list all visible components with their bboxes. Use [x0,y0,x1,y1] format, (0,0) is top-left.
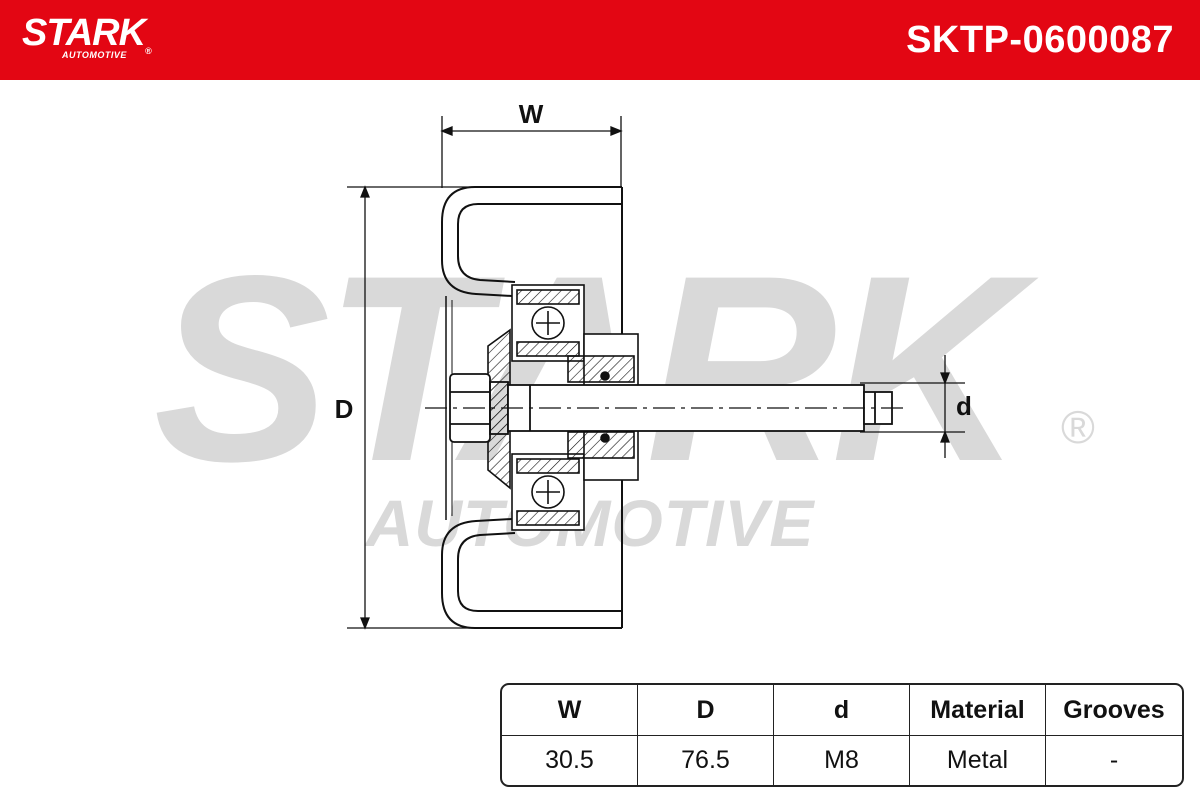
technical-drawing: STARK AUTOMOTIVE ® W D d [153,99,1095,630]
logo-sub-text: AUTOMOTIVE [62,50,127,60]
watermark-registered-mark: ® [1061,401,1095,453]
header-bar: STARK® AUTOMOTIVE SKTP-0600087 [0,0,1200,80]
bearing-bottom [511,453,585,531]
spec-header-cell: W [502,685,638,736]
logo-brand-text: STARK [22,12,146,54]
watermark-sub: AUTOMOTIVE [364,486,816,560]
spec-value-cell: 30.5 [502,736,638,785]
spec-value-cell: 76.5 [638,736,774,785]
stark-logo: STARK® AUTOMOTIVE [22,12,152,60]
part-number: SKTP-0600087 [906,19,1174,61]
spec-value-cell: - [1109,746,1119,774]
bolt-label: d [956,391,972,421]
spec-value-cell: M8 [774,736,910,785]
width-dimension [440,116,623,188]
width-label: W [519,99,544,129]
spec-header-cell: Grooves [1046,685,1182,736]
bolt-dimension [860,355,965,458]
spec-value-cell: Metal [910,736,1046,785]
diameter-label: D [335,394,354,424]
logo-registered-mark: ® [145,46,152,56]
spec-header-cell: D [638,685,774,736]
diameter-dimension [347,185,470,630]
spec-header-cell: Material [910,685,1046,736]
spec-table-header-row: W D d Material Grooves [502,685,1182,736]
spec-table-value-row: 30.5 76.5 M8 Metal - [502,736,1182,785]
spec-header-cell: d [774,685,910,736]
spec-table: W D d Material Grooves 30.5 76.5 M8 Meta… [500,683,1184,787]
bearing-top [511,284,585,362]
